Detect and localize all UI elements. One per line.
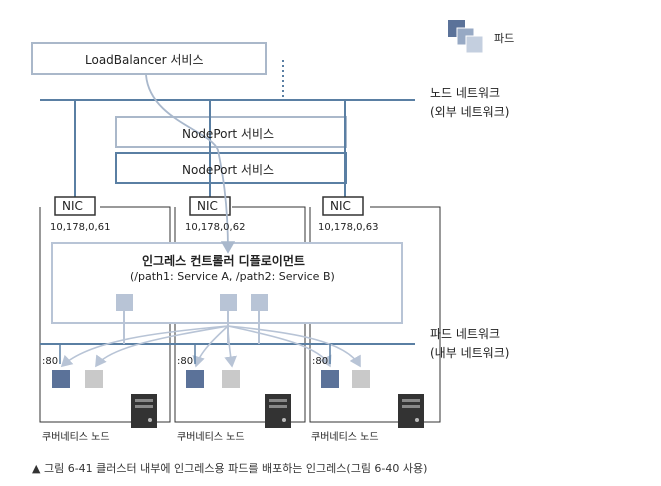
nodeport-label-1: NodePort 서비스 (182, 127, 275, 141)
ingress-pod-3 (251, 294, 268, 311)
backend-pod-light-2 (222, 370, 240, 388)
nodeport-box-1 (115, 116, 347, 148)
port-label-2: :80 (177, 356, 194, 367)
node-ip-3: 10,178,0,63 (318, 222, 379, 233)
routing-arrows (60, 325, 361, 368)
port-label-3: :80 (312, 356, 329, 367)
node-network-sublabel: (외부 네트워크) (430, 105, 510, 119)
caption-text: 그림 6-41 클러스터 내부에 인그레스용 파드를 배포하는 인그레스(그림 … (43, 462, 428, 475)
ingress-paths: (/path1: Service A, /path2: Service B) (130, 270, 335, 283)
backend-pod-dark-3 (321, 370, 339, 388)
traffic-path (145, 74, 236, 254)
node-label-1: 쿠버네티스 노드 (42, 432, 110, 443)
ingress-pod-2 (220, 294, 237, 311)
port-label-1: :80 (42, 356, 59, 367)
legend-pod-icon (448, 20, 484, 54)
nic-box-3 (322, 196, 364, 216)
server-icon-3 (398, 394, 424, 428)
node-ip-2: 10,178,0,62 (185, 222, 246, 233)
node-label-3: 쿠버네티스 노드 (311, 432, 379, 443)
loadbalancer-box (31, 42, 267, 75)
nic-label-3: NIC (330, 199, 351, 213)
figure-caption: ▲ 그림 6-41 클러스터 내부에 인그레스용 파드를 배포하는 인그레스(그… (32, 460, 427, 476)
pod-network-label: 파드 네트워크 (430, 327, 501, 341)
backend-pod-light-3 (352, 370, 370, 388)
node-outline-3 (309, 206, 441, 423)
legend-pod-label: 파드 (494, 32, 515, 45)
node-outline-2 (174, 206, 306, 423)
nodeport-box-2 (115, 152, 347, 184)
node-outline-1 (39, 206, 171, 423)
node-ip-1: 10,178,0,61 (50, 222, 111, 233)
loadbalancer-label: LoadBalancer 서비스 (85, 53, 204, 67)
caption-triangle-icon: ▲ (32, 462, 41, 475)
nic-box-2 (189, 196, 231, 216)
nic-label-2: NIC (197, 199, 218, 213)
node-network-label: 노드 네트워크 (430, 86, 501, 100)
ingress-pod-1 (116, 294, 133, 311)
server-icon-1 (131, 394, 157, 428)
backend-pod-dark-1 (52, 370, 70, 388)
nic-box-1 (54, 196, 96, 216)
server-icon-2 (265, 394, 291, 428)
nodeport-label-2: NodePort 서비스 (182, 163, 275, 177)
node-label-2: 쿠버네티스 노드 (177, 432, 245, 443)
nic-label-1: NIC (62, 199, 83, 213)
backend-pod-light-1 (85, 370, 103, 388)
pod-network-sublabel: (내부 네트워크) (430, 346, 510, 360)
backend-pod-dark-2 (186, 370, 204, 388)
ingress-title: 인그레스 컨트롤러 디플로이먼트 (142, 254, 305, 268)
